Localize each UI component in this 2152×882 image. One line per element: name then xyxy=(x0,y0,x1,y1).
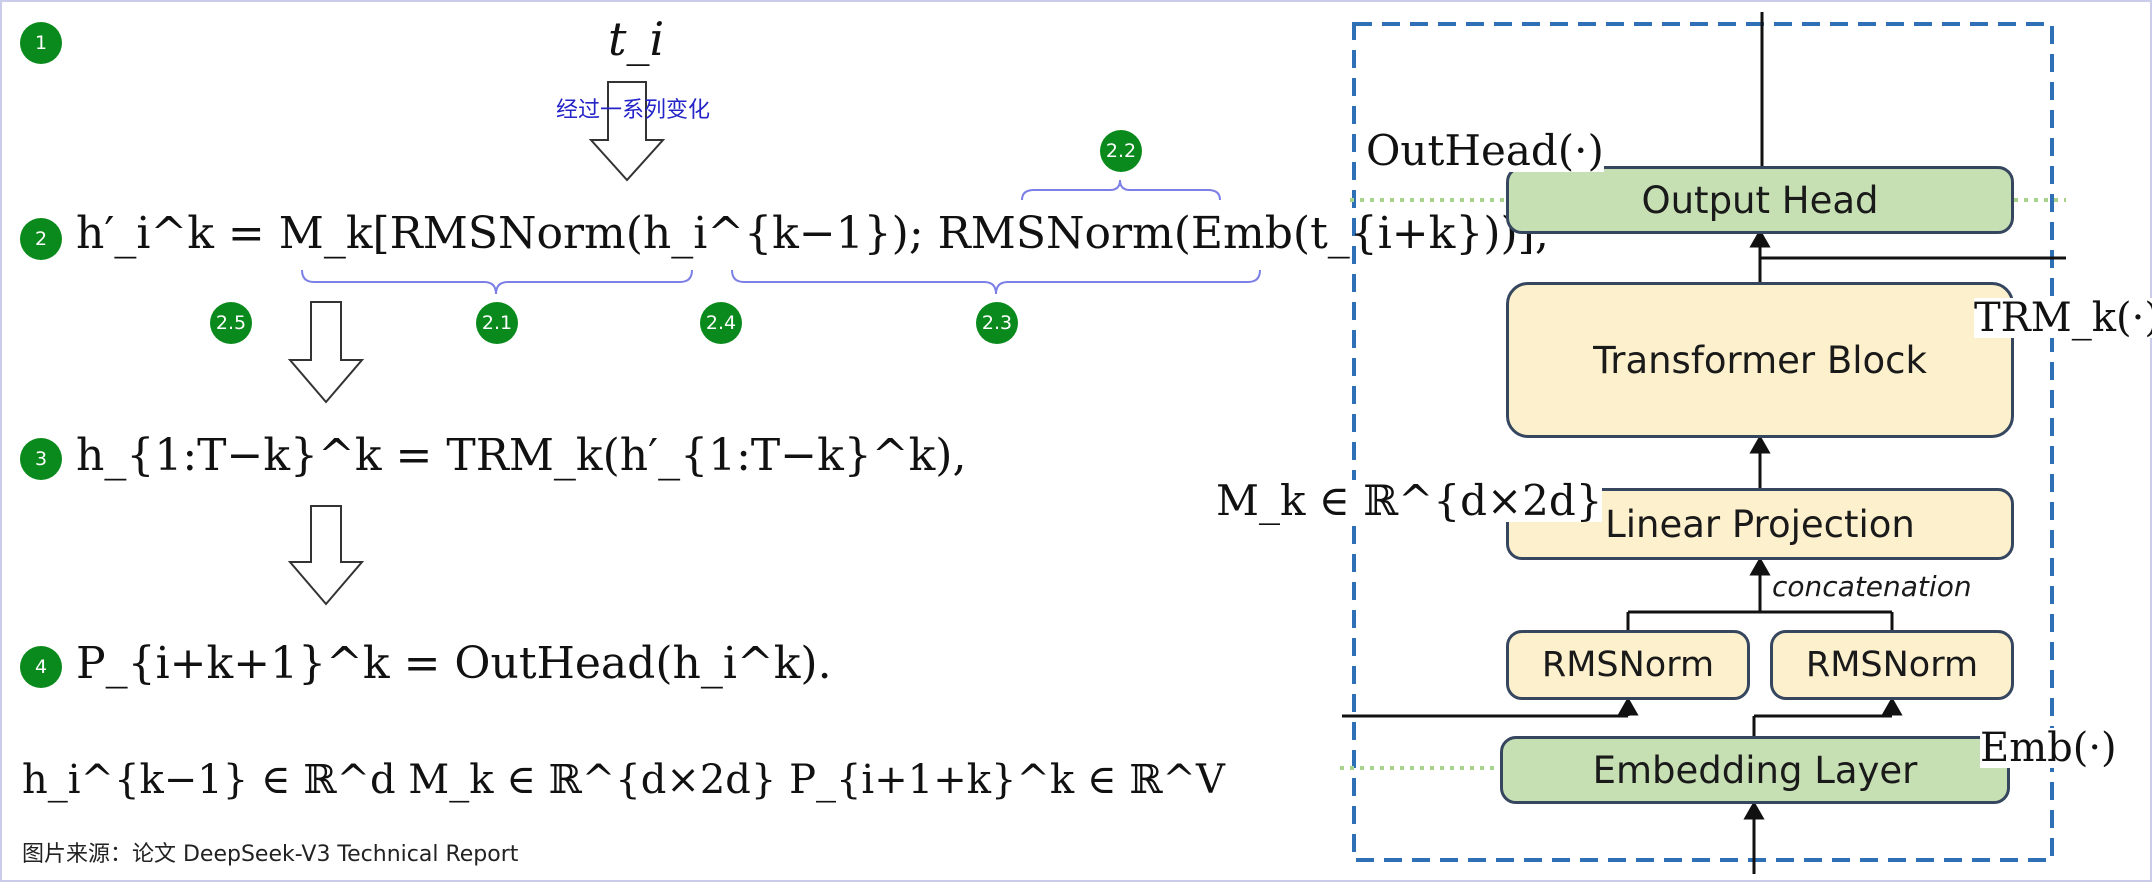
badge-2-2: 2.2 xyxy=(1100,130,1142,172)
hollow-arrow-1 xyxy=(588,81,666,182)
badge-3: 3 xyxy=(20,438,62,480)
emb-label: Emb(·) xyxy=(1980,725,2117,771)
brace-2-2 xyxy=(1021,179,1221,201)
transformer-block-box: Transformer Block xyxy=(1506,282,2014,438)
equation-2: h′_i^k = M_k[RMSNorm(h_i^{k−1}); RMSNorm… xyxy=(76,208,1549,259)
equation-3: h_{1:T−k}^k = TRM_k(h′_{1:T−k}^k), xyxy=(76,430,967,481)
badge-2-1: 2.1 xyxy=(476,302,518,344)
hollow-arrow-3 xyxy=(287,505,365,606)
rmsnorm-right-box: RMSNorm xyxy=(1770,630,2014,700)
output-head-box: Output Head xyxy=(1506,166,2014,234)
dimension-line: h_i^{k−1} ∈ ℝ^d M_k ∈ ℝ^{d×2d} P_{i+1+k}… xyxy=(22,757,1225,803)
output-head-label: Output Head xyxy=(1641,178,1879,222)
trm-label: TRM_k(·) xyxy=(1974,298,2152,338)
embedding-layer-label: Embedding Layer xyxy=(1592,748,1918,792)
token-t-i: t_i xyxy=(608,12,665,66)
brace-2-1 xyxy=(301,269,693,295)
badge-2-4: 2.4 xyxy=(700,302,742,344)
rmsnorm-right-label: RMSNorm xyxy=(1805,645,1979,685)
transformer-block-label: Transformer Block xyxy=(1593,338,1927,382)
module-border xyxy=(1352,22,2054,862)
rmsnorm-left-label: RMSNorm xyxy=(1541,645,1715,685)
badge-1: 1 xyxy=(20,22,62,64)
outhead-label: OutHead(·) xyxy=(1366,126,1604,175)
linear-projection-label: Linear Projection xyxy=(1605,502,1915,546)
badge-2-5: 2.5 xyxy=(210,302,252,344)
badge-4: 4 xyxy=(20,646,62,688)
hollow-arrow-2 xyxy=(287,301,365,404)
brace-2-3 xyxy=(731,269,1261,295)
badge-2: 2 xyxy=(20,218,62,260)
embedding-layer-box: Embedding Layer xyxy=(1500,736,2010,804)
source-caption: 图片来源：论文 DeepSeek-V3 Technical Report xyxy=(22,842,519,867)
transform-annotation: 经过一系列变化 xyxy=(556,98,711,123)
mk-label: M_k ∈ ℝ^{d×2d} xyxy=(1216,476,1603,525)
rmsnorm-left-box: RMSNorm xyxy=(1506,630,1750,700)
badge-2-3: 2.3 xyxy=(976,302,1018,344)
equation-4: P_{i+k+1}^k = OutHead(h_i^k). xyxy=(76,638,832,689)
linear-projection-box: Linear Projection xyxy=(1506,488,2014,560)
concatenation-label: concatenation xyxy=(1772,570,1972,603)
